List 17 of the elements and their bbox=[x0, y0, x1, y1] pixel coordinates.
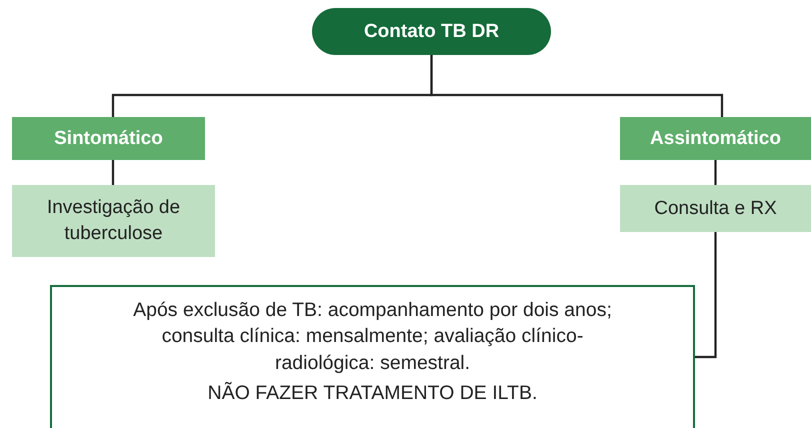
node-label: Investigação de tuberculose bbox=[46, 196, 182, 246]
start-terminal bbox=[312, 8, 551, 55]
action-box bbox=[620, 185, 811, 232]
note-text: Após exclusão de TB: acompanhamento por dois anos; consulta clínica: mensalmente; avaliação clínico-radiológica: semestral. bbox=[132, 298, 613, 376]
node-label: Sintomático bbox=[54, 126, 163, 151]
node-label: Contato TB DR bbox=[364, 20, 500, 44]
action-box bbox=[12, 185, 215, 257]
note-box bbox=[50, 285, 695, 428]
category-box bbox=[620, 117, 811, 160]
connector-line bbox=[430, 55, 724, 117]
connector-line bbox=[112, 160, 114, 185]
warning-text: NÃO FAZER TRATAMENTO DE ILTB. bbox=[208, 380, 538, 406]
node-label: Assintomático bbox=[650, 126, 781, 151]
category-box bbox=[12, 117, 205, 160]
node-label: Consulta e RX bbox=[654, 196, 777, 221]
connector-line bbox=[714, 160, 717, 185]
connector-line bbox=[695, 232, 717, 358]
